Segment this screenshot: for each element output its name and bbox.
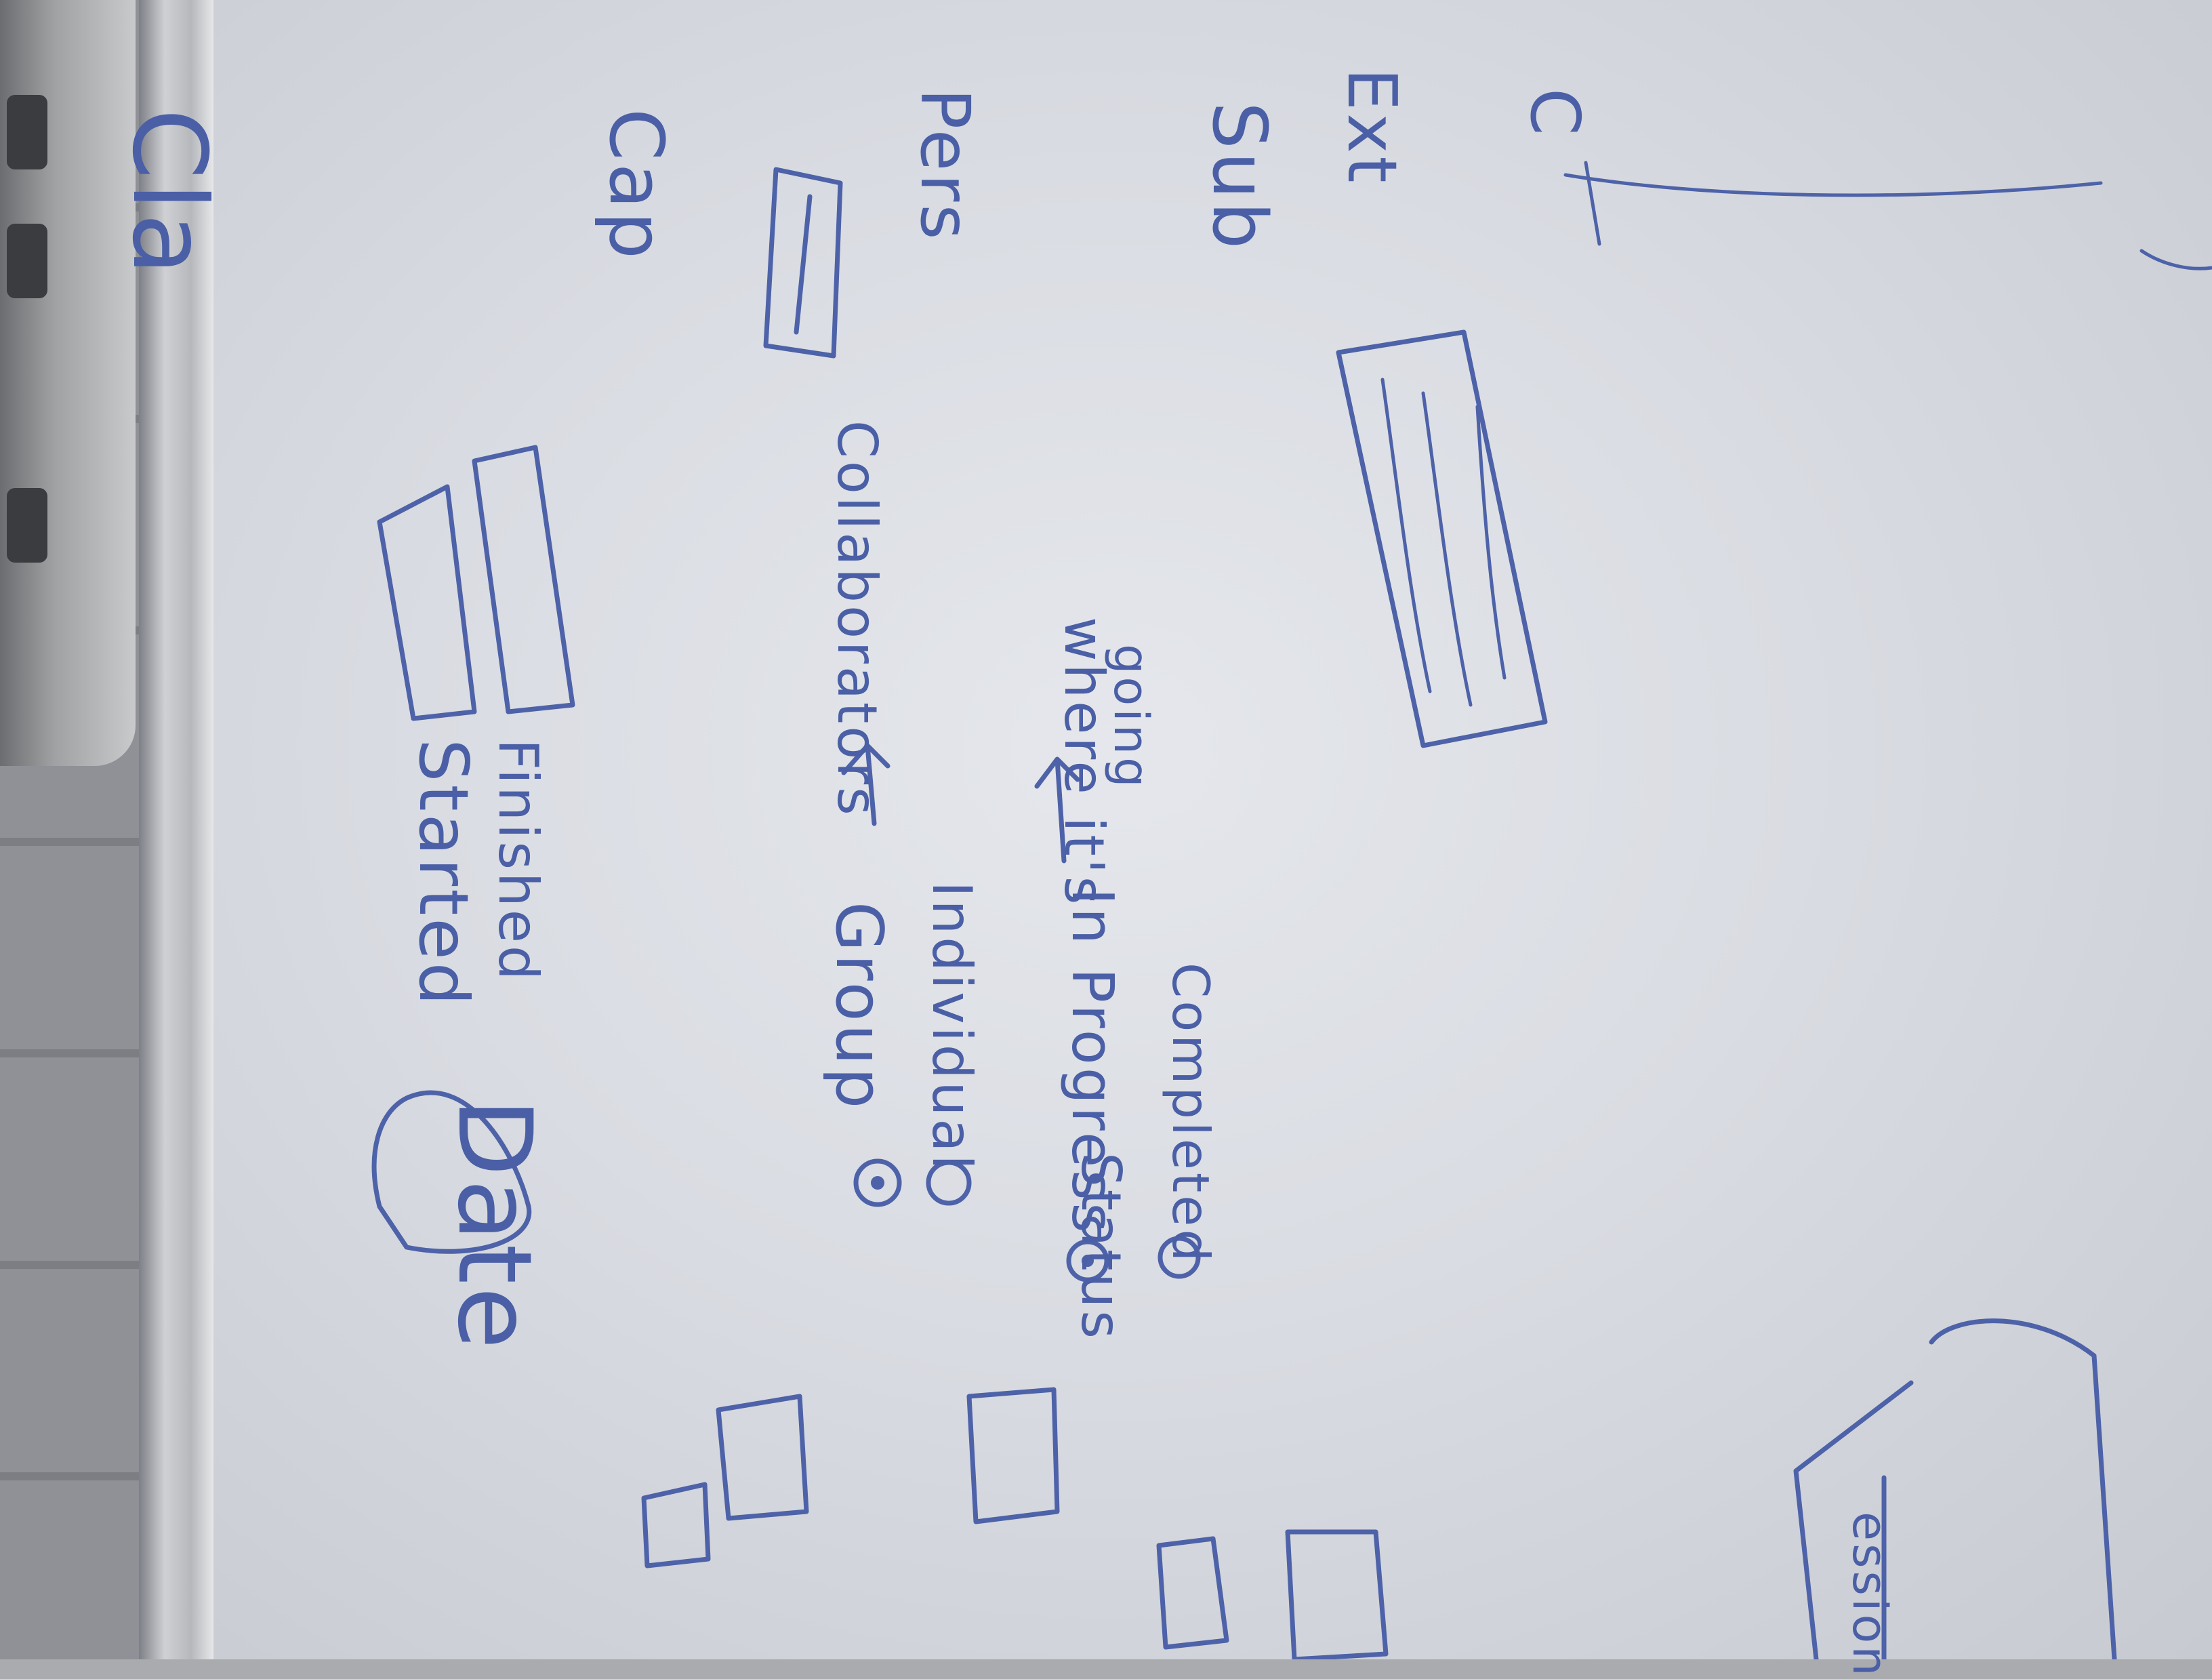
in-progress-radio-button bbox=[1066, 1239, 1109, 1282]
divider-line bbox=[1584, 161, 1601, 246]
group-radio-dot bbox=[871, 1176, 884, 1190]
whiteboard-frame bbox=[139, 0, 213, 1659]
collaborators-box-line bbox=[794, 194, 813, 335]
divider-line bbox=[1563, 173, 2103, 197]
date-letter-stroke bbox=[371, 1090, 532, 1254]
whiteboard-surface bbox=[213, 0, 2212, 1659]
sketch-shape bbox=[1929, 1318, 2117, 1659]
where-going-box-line bbox=[1475, 405, 1507, 680]
collaborators-box bbox=[763, 167, 843, 359]
group-radio-button bbox=[853, 1158, 902, 1207]
finished-date-box bbox=[472, 445, 575, 714]
where-going-box bbox=[1336, 329, 1548, 748]
in-progress-radio-dot bbox=[1082, 1255, 1094, 1267]
bracket-bolt bbox=[7, 95, 47, 169]
group-arrow bbox=[841, 743, 890, 826]
sketch-shape bbox=[1793, 1380, 1914, 1659]
started-date-box bbox=[377, 484, 477, 721]
bracket-bolt bbox=[7, 224, 47, 298]
individual-radio-button bbox=[926, 1160, 972, 1206]
bracket-bolt bbox=[7, 488, 47, 563]
divider-line bbox=[2139, 249, 2212, 270]
sketch-box bbox=[641, 1482, 711, 1569]
in-progress-arrow bbox=[1034, 756, 1080, 864]
completed-radio-button bbox=[1158, 1236, 1201, 1279]
sketch-box bbox=[716, 1394, 809, 1521]
sketch-box bbox=[1156, 1536, 1229, 1650]
where-going-box-line bbox=[1380, 378, 1432, 693]
sketch-box bbox=[1285, 1529, 1389, 1659]
board-mount-bracket bbox=[0, 0, 136, 766]
sketch-box bbox=[966, 1387, 1060, 1524]
where-going-box-line bbox=[1421, 391, 1473, 707]
